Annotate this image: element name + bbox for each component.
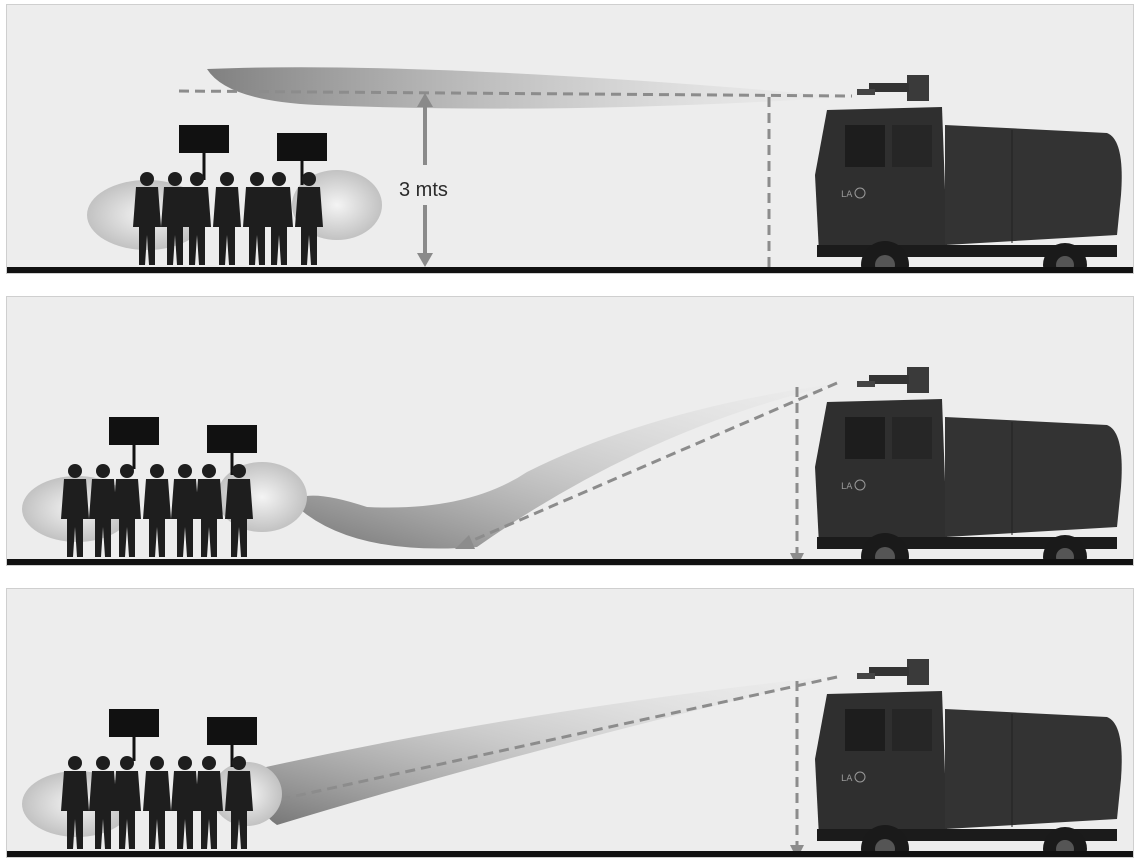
panel-middle [6,296,1134,566]
panel-bottom [6,588,1134,858]
water-cannon-truck-icon [815,367,1122,566]
height-measure-label: 3 mts [399,179,448,202]
water-cannon-truck-icon [815,75,1122,274]
panel-top-illustration [7,5,1134,274]
panel-bottom-illustration [7,589,1134,858]
panel-top: 3 mts [6,4,1134,274]
panel-middle-illustration [7,297,1134,566]
water-jet [292,383,842,549]
water-jet [256,675,842,825]
water-jet [207,67,847,108]
trajectory-dashed-line [462,383,837,545]
water-cannon-truck-icon [815,659,1122,858]
